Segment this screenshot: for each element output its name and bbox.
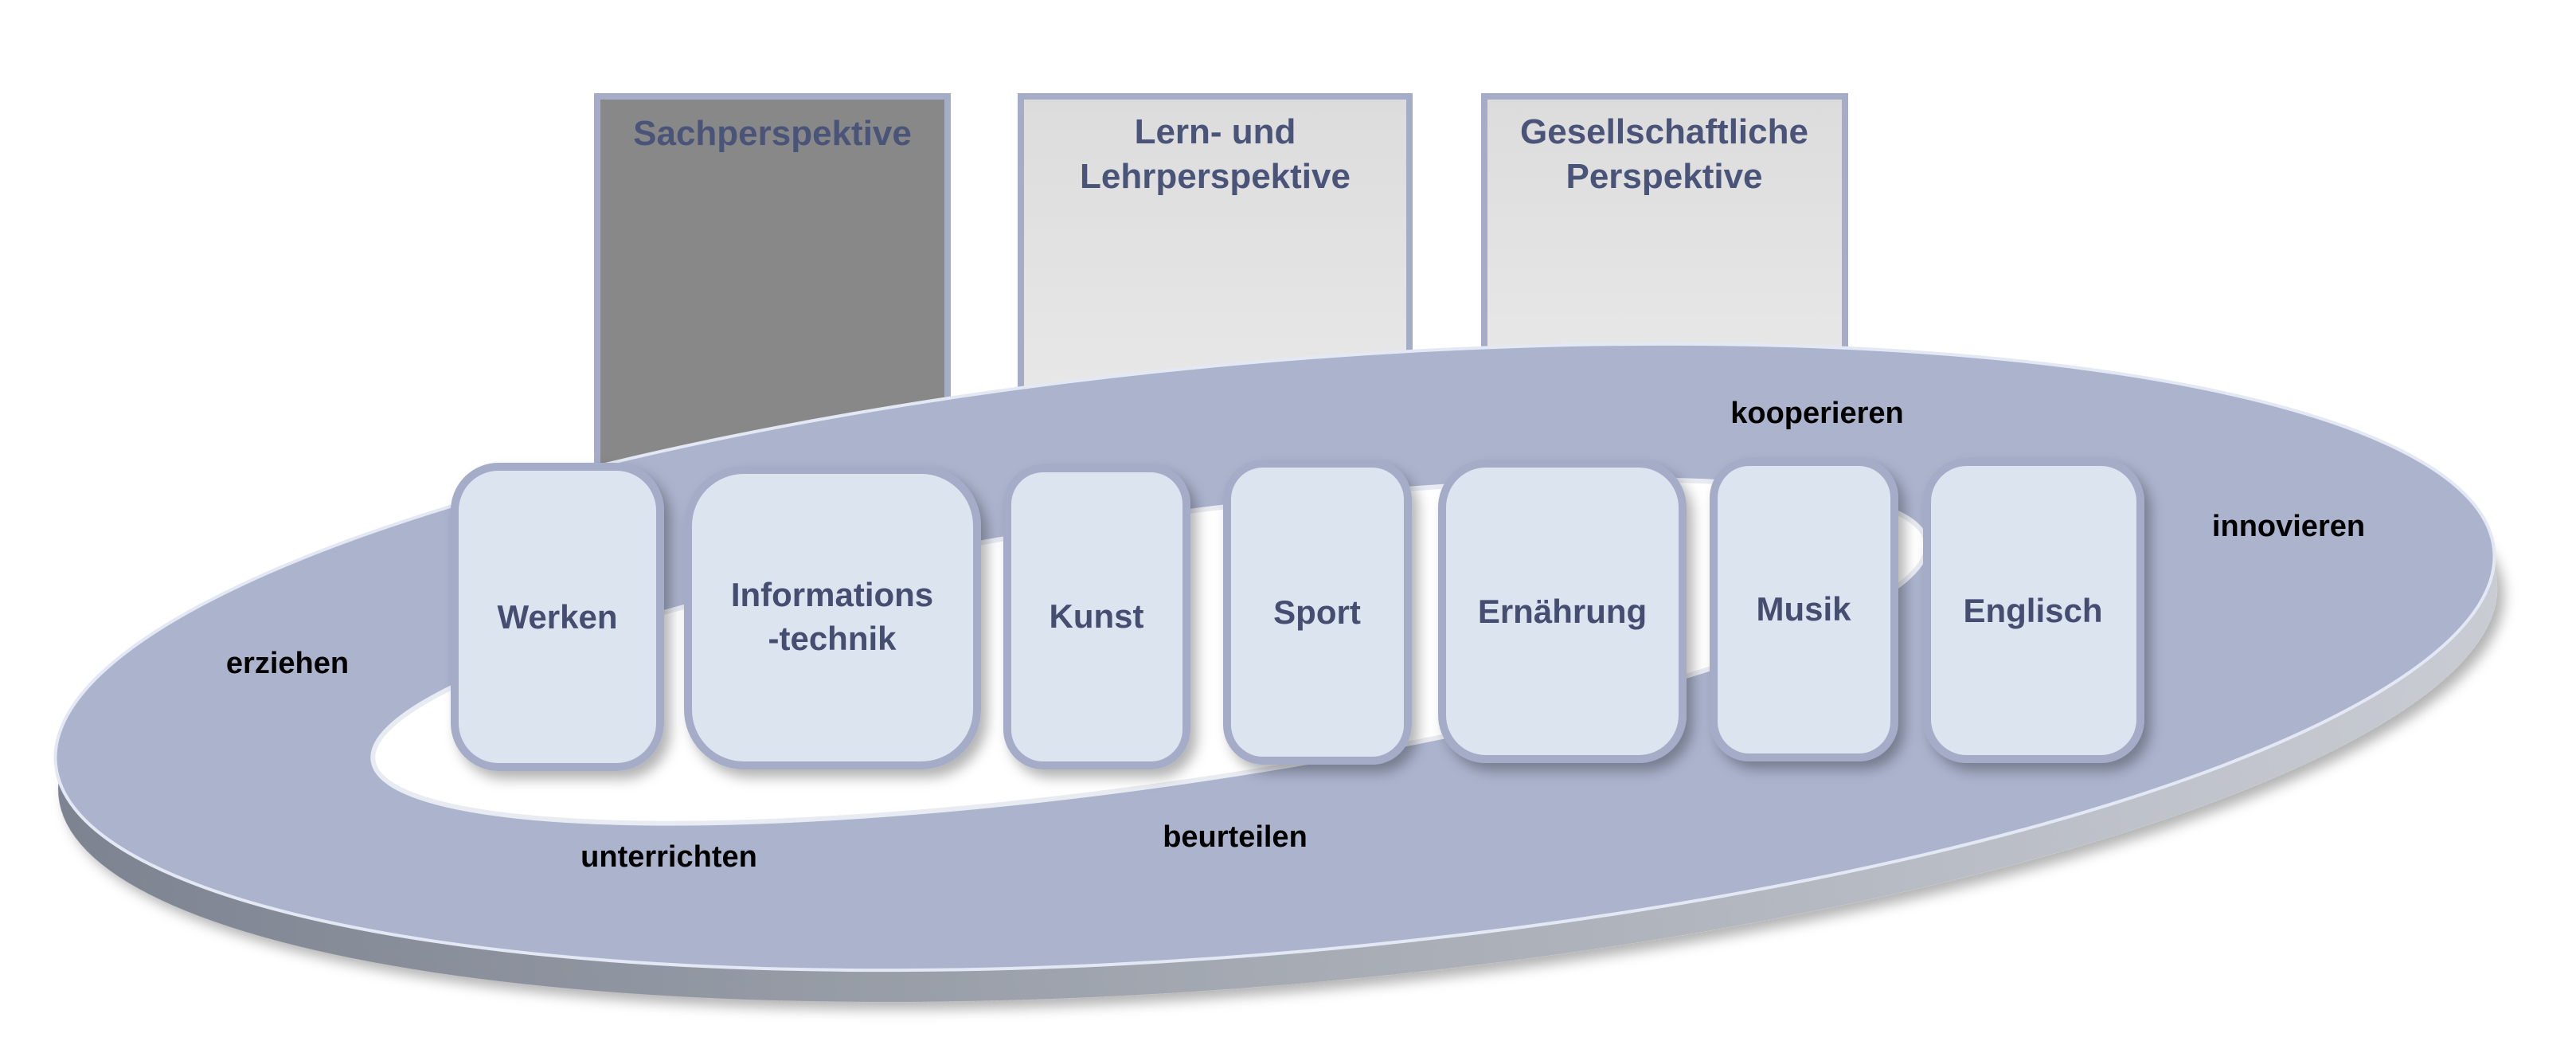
subject-werken: Werken bbox=[451, 463, 664, 771]
svg-text:Werken: Werken bbox=[498, 598, 618, 636]
subject-sport: Sport bbox=[1223, 460, 1412, 765]
subject-kunst: Kunst bbox=[1003, 464, 1190, 769]
svg-text:Ernährung: Ernährung bbox=[1478, 593, 1647, 630]
perspective-sachperspektive: Sachperspektive bbox=[594, 93, 951, 474]
perspective-title-line1: Gesellschaftliche bbox=[1520, 112, 1808, 151]
activity-unterrichten: unterrichten bbox=[580, 840, 757, 874]
perspective-title-line1: Lern- und bbox=[1135, 112, 1296, 151]
svg-text:Sport: Sport bbox=[1273, 593, 1361, 631]
svg-text:-technik: -technik bbox=[768, 620, 897, 657]
perspective-title-line2: Lehrperspektive bbox=[1080, 157, 1351, 196]
activity-kooperieren: kooperieren bbox=[1730, 397, 1904, 430]
svg-text:Englisch: Englisch bbox=[1963, 592, 2102, 629]
activity-innovieren: innovieren bbox=[2212, 510, 2365, 543]
perspective-title: Sachperspektive bbox=[633, 114, 912, 153]
activity-erziehen: erziehen bbox=[226, 647, 349, 680]
svg-text:Kunst: Kunst bbox=[1050, 597, 1144, 635]
perspective-title-line2: Perspektive bbox=[1566, 157, 1762, 196]
subject-musik: Musik bbox=[1710, 458, 1898, 761]
subject-informationstechnik: Informations -technik bbox=[684, 466, 981, 769]
svg-text:Musik: Musik bbox=[1756, 590, 1851, 628]
subject-englisch: Englisch bbox=[1923, 458, 2144, 763]
svg-text:Informations: Informations bbox=[731, 576, 933, 613]
activity-beurteilen: beurteilen bbox=[1163, 820, 1308, 854]
subject-ernaehrung: Ernährung bbox=[1438, 460, 1687, 763]
